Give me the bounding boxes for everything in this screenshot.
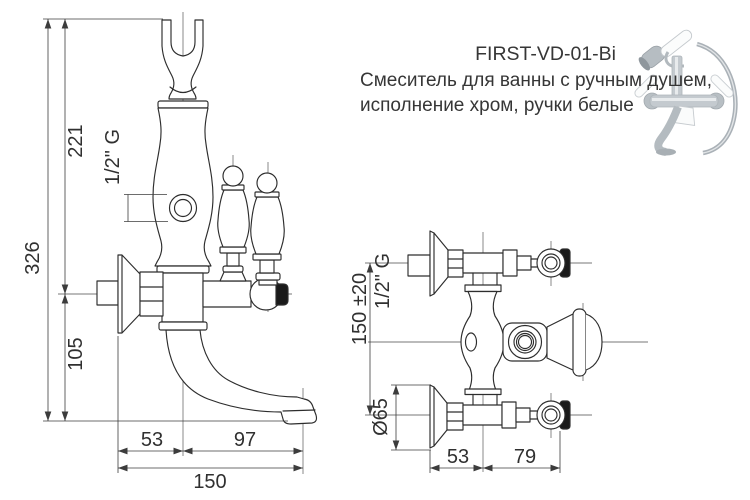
side-view-outline bbox=[96, 19, 318, 425]
flange-nut bbox=[139, 271, 164, 317]
dim-top-to-axis: 221 bbox=[65, 124, 87, 157]
dim-flange-diameter: Ø65 bbox=[370, 398, 392, 436]
dim-front-wall-to-axis: 53 bbox=[447, 446, 469, 468]
dim-overall-height: 326 bbox=[22, 241, 44, 274]
photo-handle-right bbox=[710, 74, 734, 98]
arm-end-cap bbox=[275, 283, 289, 306]
dim-wall-to-axis: 53 bbox=[141, 429, 163, 451]
product-description-line1: Смеситель для ванны с ручным душем, bbox=[360, 69, 713, 91]
top-wall-connection bbox=[407, 230, 571, 297]
dim-axis-to-spout-tip: 97 bbox=[234, 429, 256, 451]
diverter-assembly bbox=[502, 308, 603, 377]
product-code: FIRST-VD-01-Bi bbox=[475, 43, 616, 65]
top-thread-stub bbox=[407, 254, 431, 277]
product-description-line2: исполнение хром, ручки белые bbox=[360, 95, 634, 116]
side-view-dimensions bbox=[43, 18, 303, 473]
bottom-wall-connection bbox=[429, 384, 571, 449]
lever-handle-rear bbox=[250, 172, 285, 286]
shower-column bbox=[152, 107, 214, 267]
photo-handle-left bbox=[634, 74, 658, 98]
front-view-dimensions bbox=[366, 263, 561, 473]
product-photo bbox=[634, 29, 738, 156]
dim-overall-depth: 150 bbox=[193, 471, 226, 493]
side-view-drawing: 326 221 105 1/2" G 53 97 150 bbox=[22, 12, 318, 493]
front-view-outline bbox=[407, 230, 603, 449]
lever-handle-front bbox=[217, 165, 250, 273]
shower-cradle-fork bbox=[161, 19, 204, 100]
cradle-collar bbox=[157, 100, 209, 109]
diverter-knob-cone bbox=[546, 312, 576, 372]
wall-flange bbox=[117, 254, 141, 334]
photo-spout bbox=[654, 105, 682, 156]
top-wall-flange bbox=[429, 230, 449, 297]
front-view-drawing: 150 ±20 1/2" G Ø65 53 79 bbox=[349, 230, 648, 473]
valve-body bbox=[161, 272, 204, 323]
bottom-wall-flange bbox=[429, 384, 448, 449]
dim-axis-to-spout-end: 105 bbox=[65, 337, 87, 370]
dim-front-axis-to-handle: 79 bbox=[514, 446, 536, 468]
central-body-column bbox=[460, 272, 505, 406]
shower-grip bbox=[660, 29, 693, 58]
title-block: FIRST-VD-01-Bi Смеситель для ванны с руч… bbox=[360, 42, 713, 119]
wall-stub bbox=[96, 280, 119, 306]
handle-arm bbox=[202, 280, 252, 308]
shower-head bbox=[638, 45, 665, 71]
dim-thread-side: 1/2" G bbox=[102, 129, 124, 185]
dim-thread-front: 1/2" G bbox=[372, 253, 394, 309]
dim-connection-centers: 150 ±20 bbox=[349, 273, 371, 345]
spout bbox=[165, 329, 318, 425]
